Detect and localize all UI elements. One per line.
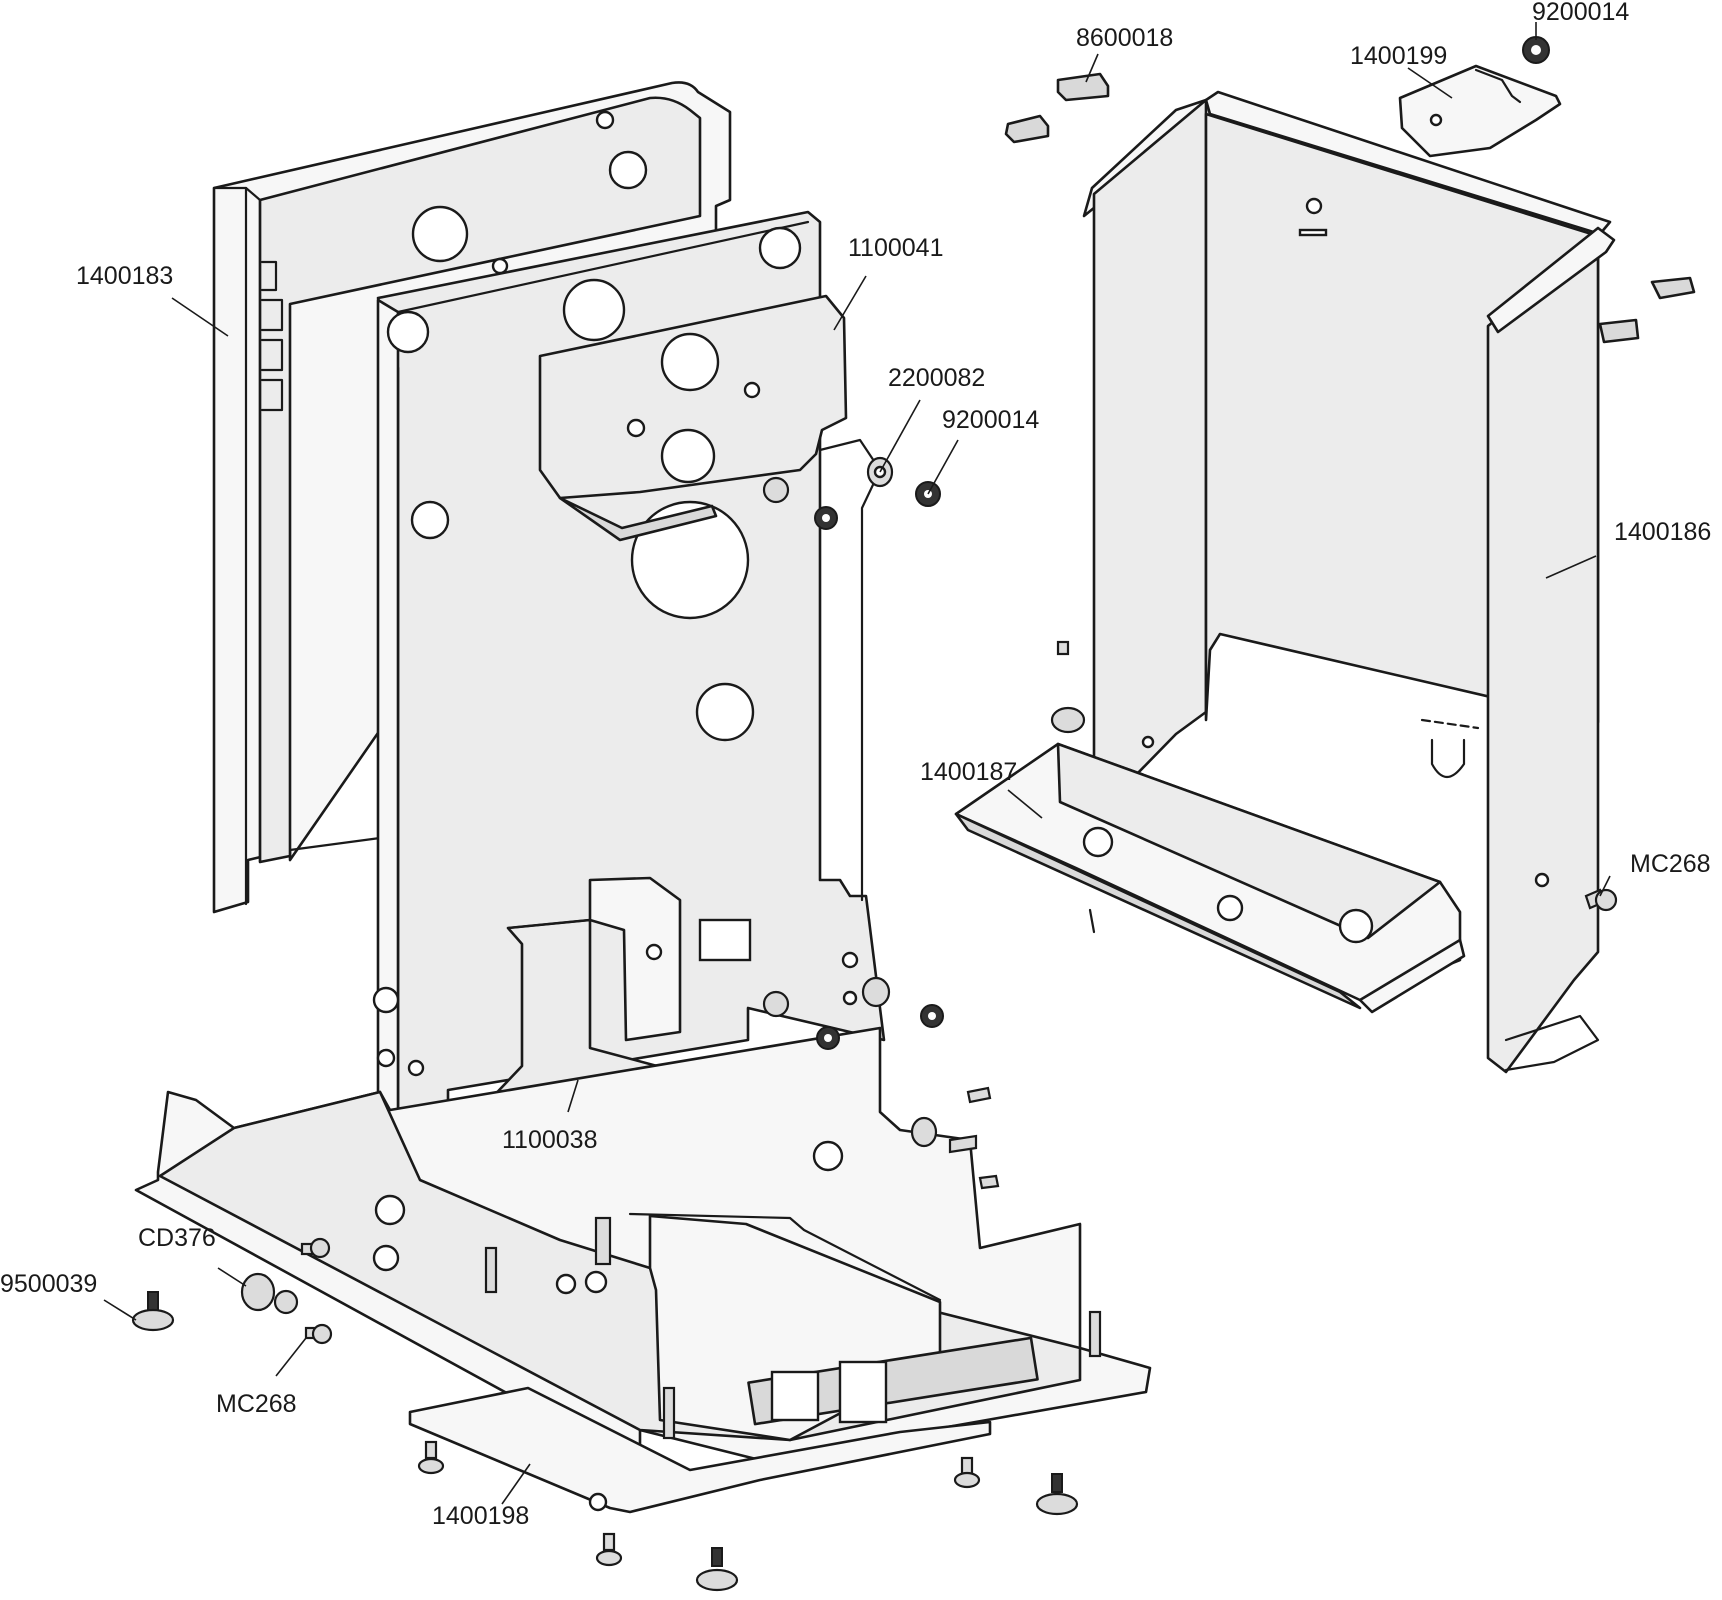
- bracket-1400199: [1398, 64, 1562, 158]
- leader-2200082: [879, 399, 921, 473]
- pad-8600018: [1004, 72, 1696, 344]
- label-cd376: CD376: [138, 1224, 216, 1252]
- label-2200082: 2200082: [888, 364, 985, 392]
- screw-mc268-left: [300, 1237, 333, 1345]
- leader-9200014-mid: [927, 439, 959, 495]
- label-8600018: 8600018: [1076, 24, 1173, 52]
- label-1400183: 1400183: [76, 262, 173, 290]
- leader-mc268-left: [275, 1337, 307, 1377]
- leader-1400198: [501, 1463, 531, 1505]
- callout-labels: 1400183 1100041 2200082 9200014 8600018 …: [0, 0, 1711, 1530]
- label-mc268-right: MC268: [1630, 850, 1711, 878]
- leader-9500039: [103, 1299, 137, 1321]
- nuts-and-posts: [484, 476, 1102, 1440]
- foot-screws-9500039: [131, 1291, 1079, 1592]
- nut-9200014-top: [1522, 36, 1550, 64]
- base-frame: [134, 1026, 1152, 1468]
- leader-cd376: [217, 1267, 247, 1287]
- label-mc268-left: MC268: [216, 1390, 297, 1418]
- label-9200014-mid: 9200014: [942, 406, 1039, 434]
- label-1400187: 1400187: [920, 758, 1017, 786]
- leader-1100041: [833, 275, 867, 331]
- leader-1400183: [171, 297, 229, 337]
- tray-1400187: [954, 742, 1466, 1014]
- leader-1400199: [1407, 67, 1453, 99]
- label-1400186: 1400186: [1614, 518, 1711, 546]
- label-1400199: 1400199: [1350, 42, 1447, 70]
- housing-1400186: [1082, 90, 1616, 1074]
- label-9500039: 9500039: [0, 1270, 97, 1298]
- label-1100038: 1100038: [502, 1126, 597, 1154]
- label-9200014-top: 9200014: [1532, 0, 1629, 26]
- base-plate-1400198: [408, 1386, 992, 1514]
- leader-1400187: [1007, 789, 1043, 819]
- label-1400198: 1400198: [432, 1502, 529, 1530]
- leader-8600018: [1085, 53, 1099, 83]
- label-1100041: 1100041: [848, 234, 943, 262]
- bracket-1100038: [484, 876, 682, 1106]
- bracket-1100041: [538, 294, 848, 542]
- leader-mc268-right: [1599, 875, 1611, 897]
- leader-1100038: [567, 1079, 579, 1113]
- cap-screw-cd376: [240, 1272, 299, 1315]
- leader-lines: [103, 22, 1611, 1505]
- leader-1400186: [1545, 555, 1597, 579]
